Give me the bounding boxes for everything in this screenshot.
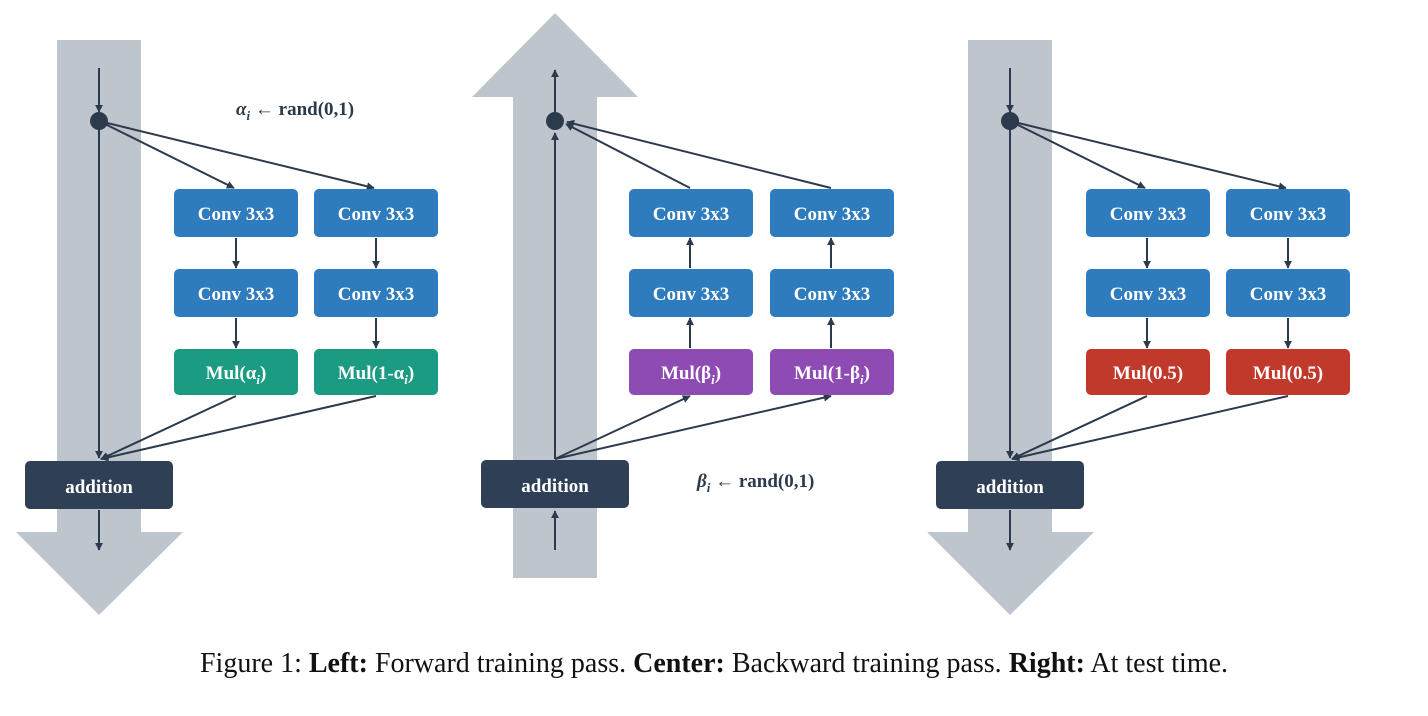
addition-box <box>481 460 629 508</box>
branch-b-input-arrow <box>1009 120 1287 191</box>
caption-center-label: Center: <box>633 648 725 679</box>
caption-left-text: Forward training pass. <box>367 648 634 679</box>
branch-a-output-arrow <box>1011 395 1148 460</box>
caption-left-label: Left: <box>308 648 368 679</box>
branch-b-gradient-arrow <box>554 393 832 460</box>
conv-label: Conv 3x3 <box>1110 204 1187 225</box>
conv-label: Conv 3x3 <box>794 284 871 305</box>
mul-label: Mul(1-βi) <box>794 363 870 387</box>
conv-label: Conv 3x3 <box>653 284 730 305</box>
branch-b-output-arrow <box>100 395 377 462</box>
center-panel: Conv 3x3 Conv 3x3 Conv 3x3 Conv 3x3 Mul(… <box>472 13 894 578</box>
conv-label: Conv 3x3 <box>338 284 415 305</box>
caption-right-text: At test time. <box>1084 648 1229 679</box>
conv-box <box>174 189 298 237</box>
split-node <box>90 112 108 130</box>
mul-label: Mul(βi) <box>661 363 721 387</box>
left-panel: αi ← rand(0,1) Conv 3x3 Conv 3x3 Conv 3x… <box>16 40 438 615</box>
shake-shake-diagram: αi ← rand(0,1) Conv 3x3 Conv 3x3 Conv 3x… <box>16 13 1350 615</box>
conv-label: Conv 3x3 <box>198 204 275 225</box>
conv-box <box>314 269 438 317</box>
branch-b-return-arrow <box>566 119 832 189</box>
conv-box <box>770 269 894 317</box>
conv-label: Conv 3x3 <box>1250 204 1327 225</box>
branch-b-input-arrow <box>98 120 375 191</box>
conv-box <box>1226 189 1350 237</box>
split-node <box>1001 112 1019 130</box>
mul-box <box>770 349 894 395</box>
beta-formula: βi ← rand(0,1) <box>696 471 814 495</box>
conv-box <box>1086 269 1210 317</box>
merge-node <box>546 112 564 130</box>
branch-a-input-arrow <box>1009 120 1146 189</box>
branch-a-return-arrow <box>565 123 691 189</box>
conv-label: Conv 3x3 <box>1110 284 1187 305</box>
addition-label: addition <box>65 477 133 498</box>
conv-label: Conv 3x3 <box>338 204 415 225</box>
mul-label: Mul(1-αi) <box>338 363 415 387</box>
caption-center-text: Backward training pass. <box>724 648 1009 679</box>
addition-box <box>936 461 1084 509</box>
branch-a-gradient-arrow <box>554 395 691 460</box>
addition-label: addition <box>521 476 589 497</box>
branch-a-output-arrow <box>100 395 237 460</box>
mul-box <box>1086 349 1210 395</box>
right-panel: Conv 3x3 Conv 3x3 Conv 3x3 Conv 3x3 Mul(… <box>927 40 1350 615</box>
conv-label: Conv 3x3 <box>1250 284 1327 305</box>
branch-a-input-arrow <box>98 120 235 189</box>
caption-right-label: Right: <box>1008 648 1085 679</box>
conv-box <box>770 189 894 237</box>
branch-b-output-arrow <box>1011 395 1289 462</box>
alpha-formula: αi ← rand(0,1) <box>236 99 354 123</box>
mul-box <box>629 349 753 395</box>
conv-box <box>314 189 438 237</box>
conv-box <box>174 269 298 317</box>
mul-label: Mul(0.5) <box>1253 363 1323 384</box>
mul-label: Mul(0.5) <box>1113 363 1183 384</box>
conv-box <box>1086 189 1210 237</box>
addition-box <box>25 461 173 509</box>
conv-box <box>629 269 753 317</box>
mul-box <box>1226 349 1350 395</box>
figure-caption: Figure 1: Left: Forward training pass. C… <box>0 648 1428 680</box>
mul-box <box>174 349 298 395</box>
caption-figure-number: Figure 1: <box>199 648 309 679</box>
mul-label: Mul(αi) <box>206 363 267 387</box>
conv-box <box>1226 269 1350 317</box>
conv-label: Conv 3x3 <box>794 204 871 225</box>
conv-label: Conv 3x3 <box>653 204 730 225</box>
mul-box <box>314 349 438 395</box>
addition-label: addition <box>976 477 1044 498</box>
conv-label: Conv 3x3 <box>198 284 275 305</box>
conv-box <box>629 189 753 237</box>
